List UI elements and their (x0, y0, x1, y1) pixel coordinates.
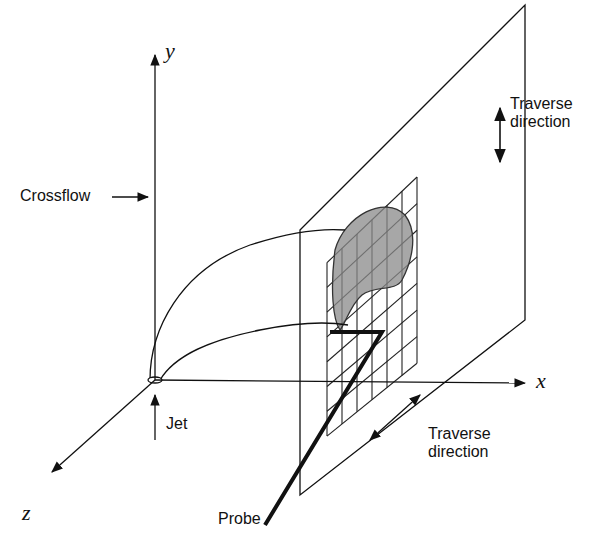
measurement-plane (300, 5, 525, 495)
flow-label: Crossflow (20, 187, 90, 205)
plume-edge (160, 323, 348, 380)
part-label: Probe (218, 510, 261, 528)
jet-arrow (154, 395, 155, 440)
jet-cross-section (333, 207, 413, 330)
traverse-label: Traverse direction (510, 95, 590, 132)
axis-label: z (22, 500, 31, 525)
z-axis (52, 380, 155, 472)
grid-line (416, 177, 417, 363)
probe (265, 332, 382, 525)
axis-label: y (165, 38, 175, 63)
crossflow-arrow (112, 196, 148, 197)
grid-line (326, 263, 327, 436)
flow-label: Jet (166, 415, 187, 433)
y-axis (154, 55, 155, 380)
x-axis (155, 380, 525, 383)
traverse-arrow (499, 108, 501, 162)
traverse-arrow (370, 395, 420, 440)
axis-label: x (536, 368, 546, 393)
traverse-label: Traverse direction (428, 425, 508, 462)
plume-edge (150, 230, 345, 380)
